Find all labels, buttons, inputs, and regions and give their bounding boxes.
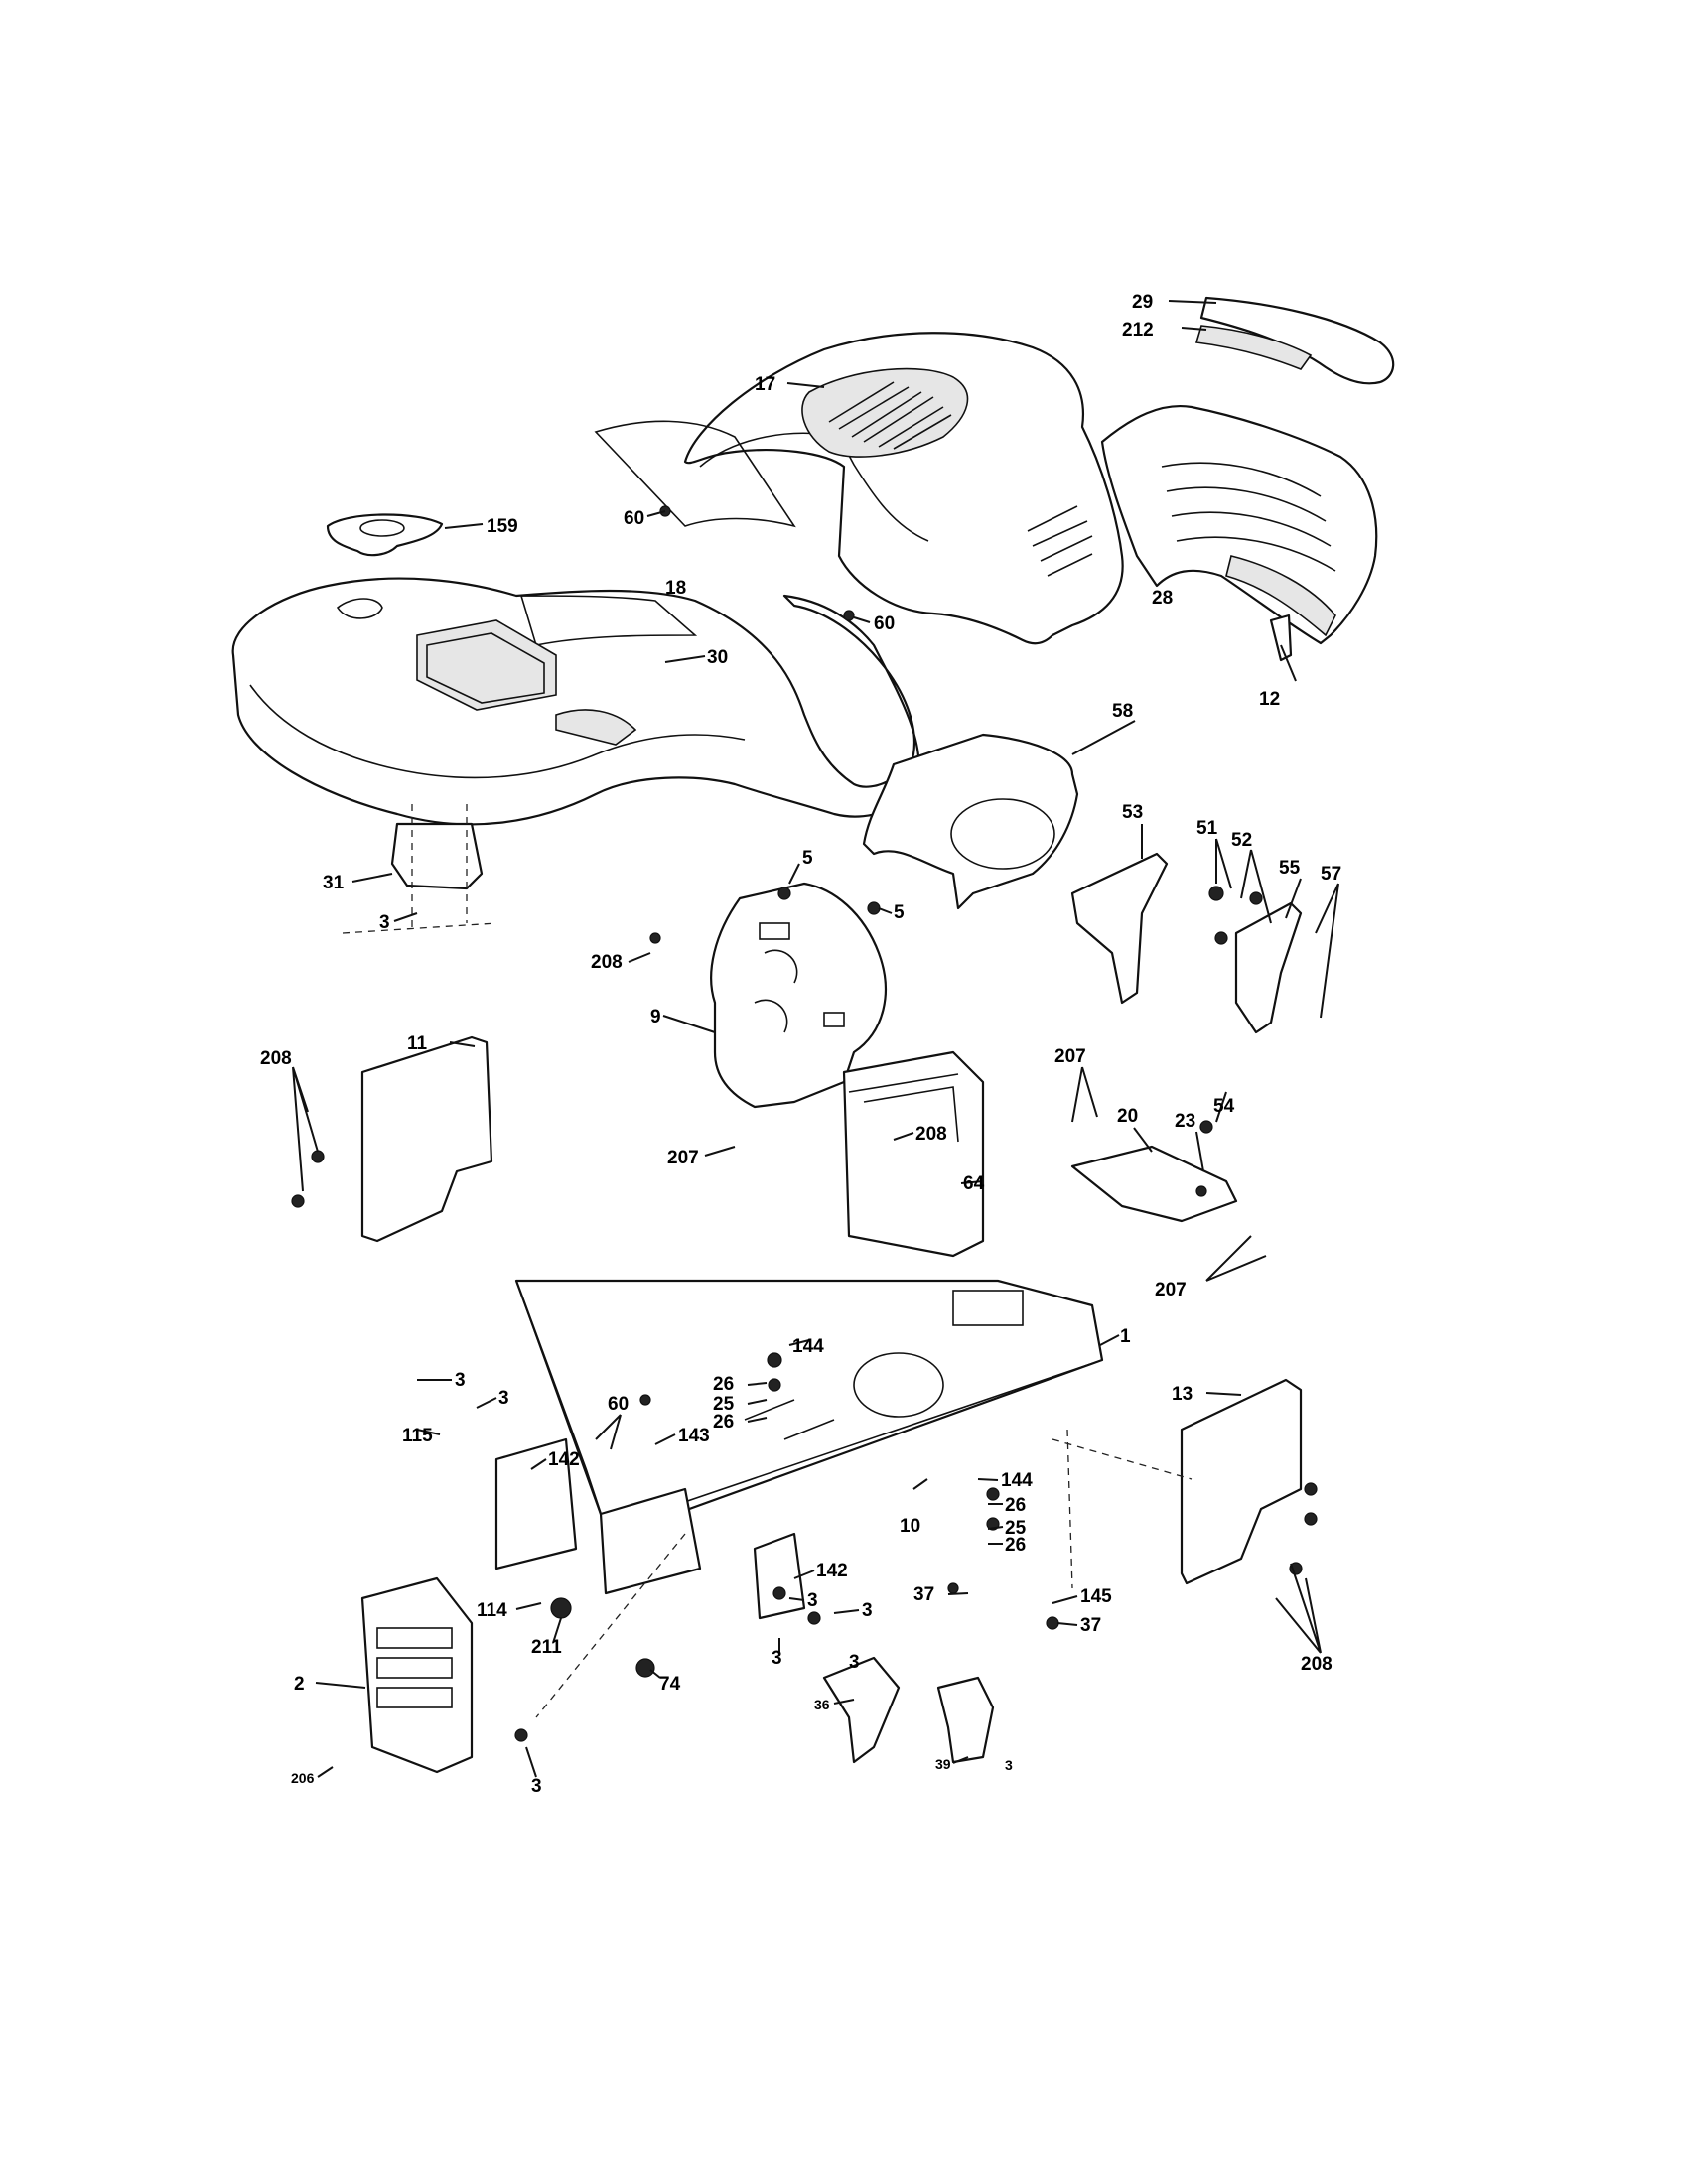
battery-tray-part (842, 1050, 985, 1258)
callout-17: 17 (755, 374, 775, 395)
callout-208-b: 208 (915, 1124, 947, 1145)
callout-3-c: 3 (498, 1388, 509, 1409)
hood-part (683, 332, 1124, 645)
callout-57: 57 (1321, 864, 1341, 885)
callout-55: 55 (1279, 858, 1301, 879)
callout-3: 3 (379, 912, 390, 933)
callout-145: 145 (1080, 1586, 1112, 1607)
callout-18: 18 (665, 578, 686, 599)
callout-142-b: 142 (816, 1561, 848, 1581)
right-side-panel-part (1180, 1378, 1303, 1585)
callout-114: 114 (477, 1600, 507, 1621)
callout-10: 10 (900, 1516, 920, 1537)
callout-37: 37 (913, 1584, 934, 1605)
left-side-panel-part (360, 1035, 493, 1243)
callout-26: 26 (713, 1374, 734, 1395)
bracket-36-part (822, 1656, 901, 1764)
heat-shield-part (862, 733, 1079, 910)
callout-3-i: 3 (531, 1776, 542, 1797)
callout-64: 64 (963, 1173, 985, 1194)
callout-3-h: 3 (1005, 1757, 1013, 1773)
hood-latch-part (1269, 614, 1293, 662)
callout-3-f: 3 (772, 1648, 782, 1669)
callout-207-c: 207 (1155, 1280, 1187, 1300)
callout-23: 23 (1175, 1111, 1195, 1132)
callout-60-b: 60 (874, 614, 895, 634)
callout-52: 52 (1231, 830, 1252, 851)
callout-30: 30 (707, 647, 728, 668)
callout-2: 2 (294, 1674, 305, 1695)
front-plate-part (360, 1576, 474, 1774)
fasteners (291, 505, 1318, 1742)
callout-leaders (292, 300, 1339, 1778)
callout-25: 25 (713, 1394, 735, 1415)
callout-74: 74 (659, 1674, 681, 1695)
bracket-39-part (936, 1676, 995, 1764)
callout-36: 36 (814, 1697, 830, 1712)
callout-3-e: 3 (862, 1600, 873, 1621)
headlight-lens-part (1194, 296, 1395, 385)
callout-143: 143 (678, 1426, 710, 1446)
callout-144: 144 (792, 1336, 824, 1357)
callout-3-g: 3 (849, 1652, 860, 1673)
callout-208: 208 (591, 952, 623, 973)
bracket-part (390, 822, 484, 890)
callout-206: 206 (291, 1770, 315, 1786)
callout-29: 29 (1132, 292, 1153, 313)
callout-31: 31 (323, 873, 345, 893)
callout-207: 207 (667, 1148, 699, 1168)
callout-142: 142 (548, 1449, 580, 1470)
callout-26-d: 26 (1005, 1535, 1026, 1556)
callout-26-c: 26 (1005, 1495, 1026, 1516)
axle-plate-part-2 (599, 1487, 702, 1595)
callout-9: 9 (650, 1007, 661, 1027)
steering-bracket-part (1070, 852, 1169, 1005)
callout-51: 51 (1196, 818, 1218, 839)
callout-5: 5 (802, 848, 813, 869)
callout-159: 159 (487, 516, 518, 537)
callout-207-b: 207 (1054, 1046, 1086, 1067)
callout-144-b: 144 (1001, 1470, 1033, 1491)
callout-5-b: 5 (894, 902, 905, 923)
callout-3-b: 3 (455, 1370, 466, 1391)
callout-26-b: 26 (713, 1412, 734, 1433)
callout-39: 39 (935, 1756, 951, 1772)
callout-115: 115 (402, 1426, 433, 1446)
callout-labels: 29 212 17 60 18 159 60 30 28 12 58 53 51… (260, 292, 1341, 1797)
callout-12: 12 (1259, 689, 1280, 710)
callout-211: 211 (531, 1637, 562, 1658)
callout-25-b: 25 (1005, 1518, 1027, 1539)
callout-208-c: 208 (260, 1048, 292, 1069)
axle-plate-part (494, 1437, 578, 1570)
grille-part (1100, 405, 1378, 645)
callout-212: 212 (1122, 320, 1154, 341)
callout-53: 53 (1122, 802, 1143, 823)
callout-60-c: 60 (608, 1394, 629, 1415)
dash-panel-part (710, 882, 887, 1109)
callout-11: 11 (407, 1033, 428, 1054)
callout-54: 54 (1213, 1096, 1235, 1117)
frame-part (514, 1279, 1104, 1536)
callout-3-d: 3 (807, 1590, 818, 1611)
support-plate-part (1234, 901, 1303, 1034)
cup-holder-part (326, 513, 444, 557)
plate-part (1070, 1145, 1238, 1223)
callout-208-d: 208 (1301, 1654, 1333, 1675)
callout-13: 13 (1172, 1384, 1193, 1405)
support-part (753, 1532, 806, 1620)
callout-28: 28 (1152, 588, 1173, 609)
callout-20: 20 (1117, 1106, 1138, 1127)
callout-58: 58 (1112, 701, 1133, 722)
fender-part (231, 420, 920, 826)
callout-1: 1 (1120, 1326, 1131, 1347)
callout-60: 60 (624, 508, 644, 529)
callout-37-b: 37 (1080, 1615, 1101, 1636)
